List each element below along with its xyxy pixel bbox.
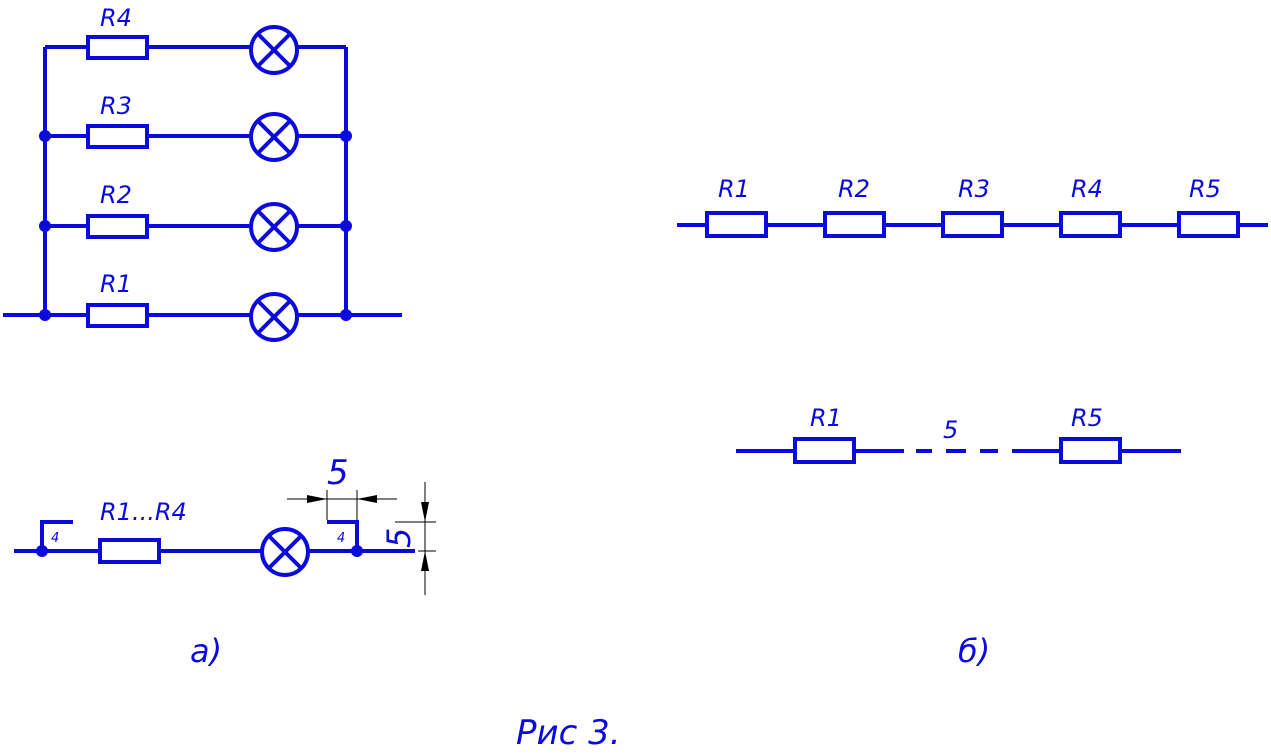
junction-dot: [340, 309, 352, 321]
resistor-r1-series: [705, 211, 768, 238]
lamp-cross-icon: [249, 292, 299, 342]
branch-r2: R2: [39, 181, 352, 252]
series-simplified: R1 5 R5: [736, 404, 1181, 464]
caption-b: б): [958, 632, 990, 670]
dimension-vertical: 5: [380, 482, 436, 595]
label-series-r1: R1: [718, 175, 750, 203]
resistor-r2: [86, 214, 149, 239]
series-circuit: R1 R2 R3 R4 R5: [677, 175, 1268, 238]
label-last: R5: [1071, 404, 1103, 432]
label-series-r4: R4: [1071, 175, 1103, 203]
label-group: R1...R4: [100, 498, 187, 526]
lamp-cross-icon: [260, 527, 310, 577]
caption-a: а): [190, 632, 222, 670]
lamp-cross-icon: [249, 112, 299, 162]
count-right: 4: [337, 531, 345, 546]
resistor-r1: [86, 303, 149, 328]
junction-dot: [351, 545, 363, 557]
junction-dot: [340, 130, 352, 142]
label-series-r2: R2: [838, 175, 870, 203]
lamp-cross-icon: [249, 202, 299, 252]
label-r3: R3: [100, 92, 132, 120]
label-r1: R1: [100, 270, 132, 298]
parallel-circuit: R4 R3: [3, 4, 402, 342]
resistor-first: [793, 437, 856, 464]
junction-dot: [39, 309, 51, 321]
resistor-r4-series: [1059, 211, 1122, 238]
junction-dot: [39, 130, 51, 142]
label-r2: R2: [100, 181, 132, 209]
lamp-cross-icon: [249, 25, 299, 75]
branch-r1: R1: [39, 270, 352, 342]
label-r4: R4: [100, 4, 132, 32]
resistor-r4: [86, 35, 149, 60]
branch-r3: R3: [39, 92, 352, 162]
resistor-group: [98, 538, 161, 564]
label-count: 5: [943, 416, 958, 444]
label-series-r5: R5: [1189, 175, 1221, 203]
dim-horizontal-value: 5: [327, 453, 349, 493]
label-first: R1: [810, 404, 842, 432]
junction-dot: [36, 545, 48, 557]
parallel-simplified: 4 R1...R4 4 5 5: [14, 453, 436, 595]
resistor-r3-series: [941, 211, 1004, 238]
branch-r4: R4: [45, 4, 346, 75]
resistor-last: [1059, 437, 1122, 464]
count-left: 4: [51, 531, 59, 546]
junction-dot: [340, 220, 352, 232]
resistor-r5-series: [1177, 211, 1240, 238]
figure-caption: Рис 3.: [516, 713, 621, 753]
dimension-horizontal: 5: [287, 453, 397, 520]
junction-dot: [39, 220, 51, 232]
label-series-r3: R3: [958, 175, 990, 203]
resistor-r3: [86, 124, 149, 149]
dim-vertical-value: 5: [380, 528, 418, 548]
resistor-r2-series: [823, 211, 886, 238]
